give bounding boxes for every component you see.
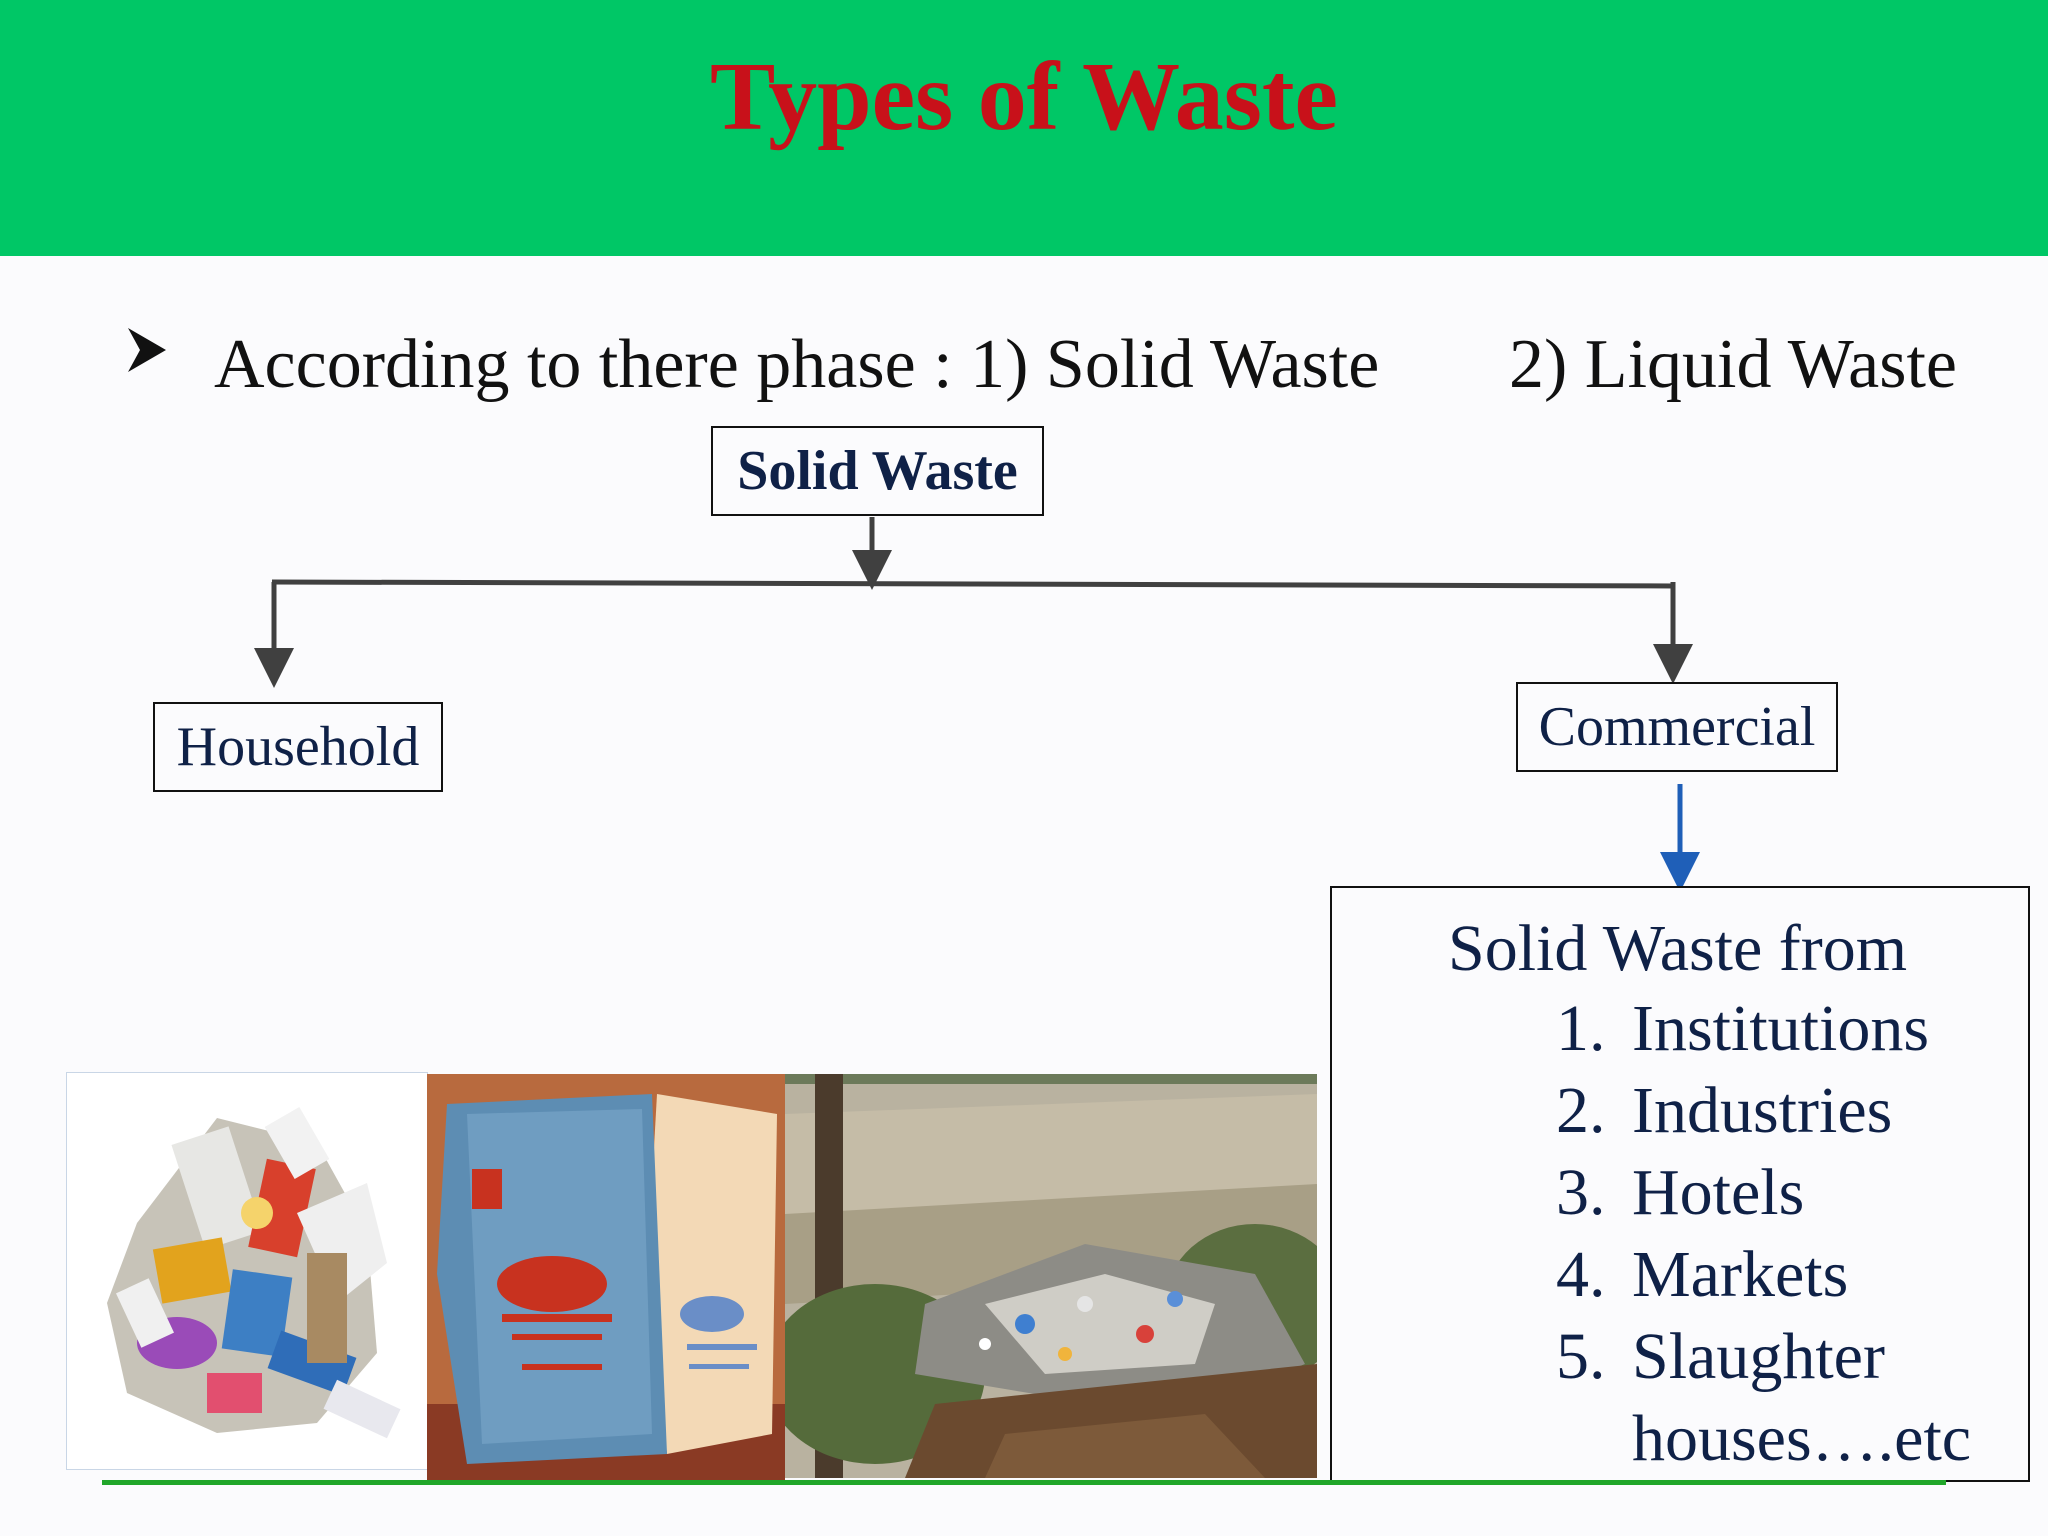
- sources-list: 1. Institutions 2. Industries 3. Hotels 4. M…: [1556, 988, 1971, 1480]
- list-item: 3. Hotels: [1556, 1152, 1971, 1234]
- commercial-box: Commercial: [1516, 682, 1838, 772]
- title-banner: [0, 0, 2048, 256]
- list-label: Industries: [1632, 1074, 1893, 1147]
- footer-rule: [102, 1480, 1946, 1485]
- list-number: 2.: [1556, 1074, 1606, 1147]
- household-waste-photo: [66, 1072, 428, 1470]
- solid-waste-box: Solid Waste: [711, 426, 1044, 516]
- list-item: 1. Institutions: [1556, 988, 1971, 1070]
- list-number: 4.: [1556, 1238, 1606, 1311]
- household-box: Household: [153, 702, 443, 792]
- list-label: Hotels: [1632, 1156, 1805, 1229]
- dump-site-photo: [785, 1074, 1317, 1478]
- list-item: 4. Markets: [1556, 1234, 1971, 1316]
- list-number: 3.: [1556, 1156, 1606, 1229]
- list-number: 5.: [1556, 1320, 1606, 1393]
- list-label: houses….etc: [1632, 1402, 1972, 1475]
- list-item: 5. Slaughter: [1556, 1316, 1971, 1398]
- slide-title: Types of Waste: [710, 43, 1338, 151]
- horizontal-connector: [271, 579, 1675, 589]
- arrowhead-bullet-icon: [128, 328, 166, 372]
- waste-bags-photo: [427, 1074, 785, 1484]
- phase-liquid-text: 2) Liquid Waste: [1509, 326, 1957, 403]
- sources-heading: Solid Waste from: [1448, 912, 1908, 985]
- list-label: Institutions: [1632, 992, 1930, 1065]
- phase-bullet-text: According to there phase : 1) Solid Wast…: [214, 326, 1380, 403]
- list-label: Slaughter: [1632, 1320, 1885, 1393]
- list-item: 2. Industries: [1556, 1070, 1971, 1152]
- list-item: houses….etc: [1556, 1398, 1971, 1480]
- list-number: 1.: [1556, 992, 1606, 1065]
- commercial-sources-box: Solid Waste from 1. Institutions 2. Indust…: [1330, 886, 2030, 1482]
- list-label: Markets: [1632, 1238, 1849, 1311]
